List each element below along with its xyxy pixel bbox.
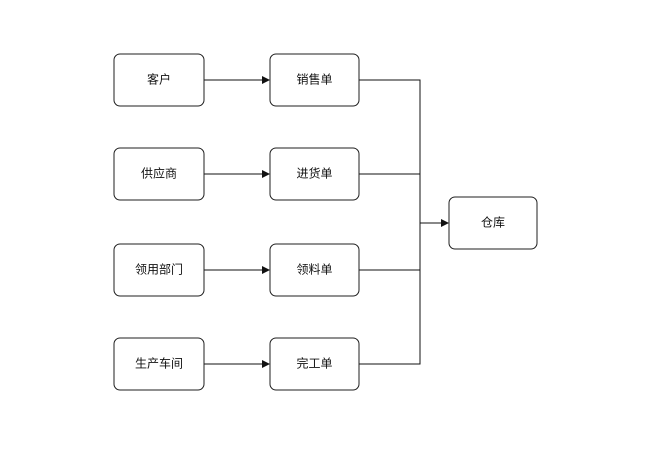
- node-supplier: 供应商: [113, 147, 205, 201]
- node-purchase-order-label: 进货单: [296, 166, 332, 181]
- node-warehouse-label: 仓库: [481, 215, 505, 230]
- node-warehouse: 仓库: [448, 196, 538, 250]
- node-customer: 客户: [113, 53, 205, 107]
- node-workshop-label: 生产车间: [135, 356, 183, 371]
- edge-sales-order-to-warehouse: [359, 79, 421, 223]
- node-customer-label: 客户: [147, 72, 171, 87]
- node-supplier-label: 供应商: [141, 166, 177, 181]
- node-requisition-order: 领料单: [269, 243, 360, 297]
- node-workshop: 生产车间: [113, 337, 205, 391]
- node-using-dept-label: 领用部门: [135, 262, 183, 277]
- node-sales-order-label: 销售单: [296, 72, 332, 87]
- node-purchase-order: 进货单: [269, 147, 360, 201]
- node-completion-order-label: 完工单: [296, 356, 332, 371]
- node-requisition-order-label: 领料单: [296, 263, 332, 277]
- node-completion-order: 完工单: [269, 337, 360, 391]
- node-sales-order: 销售单: [269, 53, 360, 107]
- node-using-dept: 领用部门: [113, 243, 205, 297]
- edge-completion-order-to-warehouse: [359, 223, 421, 365]
